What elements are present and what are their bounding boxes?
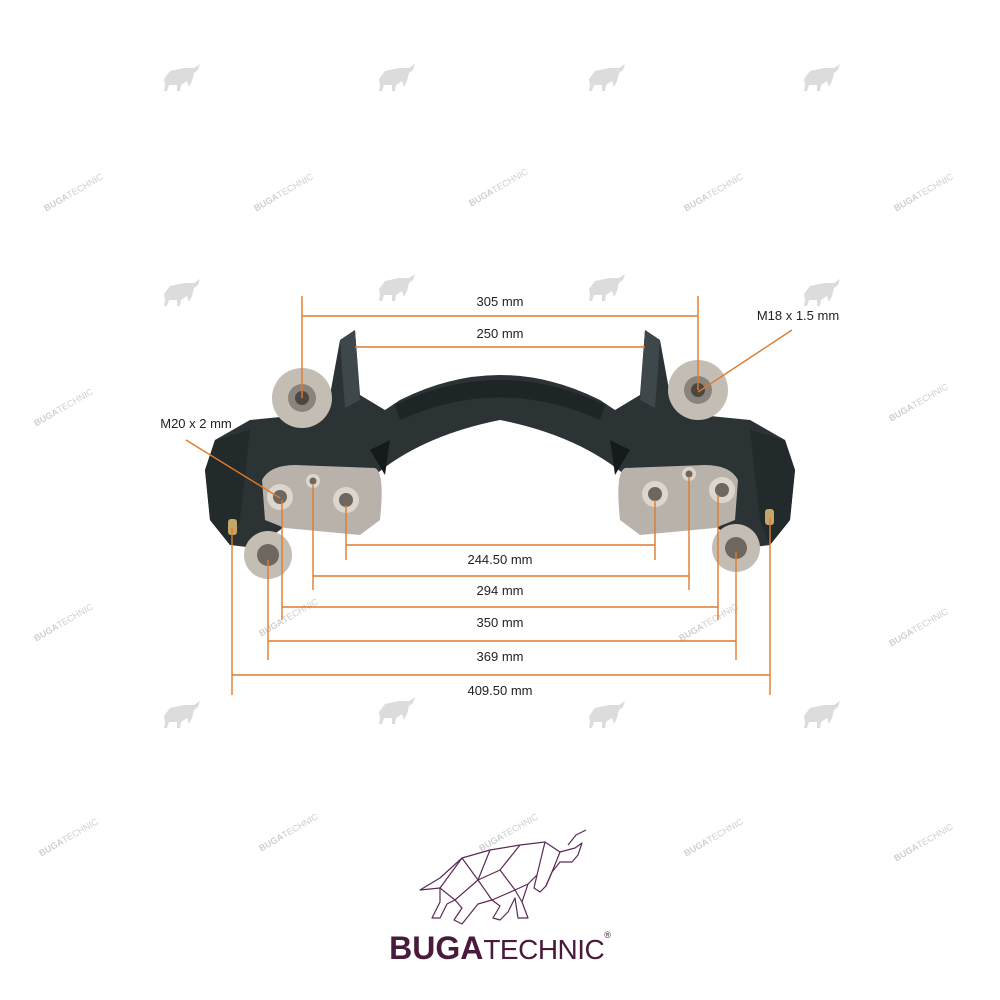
watermark-text: BUGATECHNIC (257, 811, 320, 853)
watermark-layer: BUGATECHNIC BUGATECHNIC BUGATECHNIC BUGATEC… (32, 64, 955, 863)
dim-label-350: 350 mm (477, 615, 524, 630)
watermark-text: BUGATECHNIC (257, 596, 320, 638)
watermark-bull-icon (804, 64, 840, 91)
caliper-carrier-part (205, 330, 795, 579)
watermark-text: BUGATECHNIC (892, 821, 955, 863)
watermark-bull-icon (804, 701, 840, 728)
brand-thin: TECHNIC (483, 934, 605, 965)
watermark-text: BUGATECHNIC (682, 816, 745, 858)
dim-label-409-50: 409.50 mm (467, 683, 532, 698)
dim-label-369: 369 mm (477, 649, 524, 664)
brand-logotype: BUGATECHNIC® (0, 930, 1000, 967)
watermark-bull-icon (379, 64, 415, 91)
watermark-bull-icon (589, 274, 625, 301)
registered-mark: ® (604, 930, 611, 940)
dim-label-250: 250 mm (477, 326, 524, 341)
watermark-text: BUGATECHNIC (887, 606, 950, 648)
watermark-text: BUGATECHNIC (32, 386, 95, 428)
brand-bold: BUGA (389, 930, 484, 966)
watermark-text: BUGATECHNIC (42, 171, 105, 213)
watermark-bull-icon (379, 697, 415, 724)
thread-label-m18: M18 x 1.5 mm (757, 308, 839, 323)
watermark-text: BUGATECHNIC (887, 381, 950, 423)
dim-label-244-50: 244.50 mm (467, 552, 532, 567)
watermark-text: BUGATECHNIC (32, 601, 95, 643)
thread-label-m20: M20 x 2 mm (160, 416, 232, 431)
watermark-text: BUGATECHNIC (467, 166, 530, 208)
watermark-bull-icon (164, 701, 200, 728)
watermark-bull-icon (804, 279, 840, 306)
watermark-bull-icon (589, 64, 625, 91)
watermark-bull-icon (164, 64, 200, 91)
watermark-bull-icon (589, 701, 625, 728)
bull-logo-icon (419, 829, 587, 925)
watermark-text: BUGATECHNIC (682, 171, 745, 213)
watermark-text: BUGATECHNIC (37, 816, 100, 858)
dim-label-294: 294 mm (477, 583, 524, 598)
dim-label-305: 305 mm (477, 294, 524, 309)
watermark-text: BUGATECHNIC (252, 171, 315, 213)
watermark-bull-icon (164, 279, 200, 306)
watermark-bull-icon (379, 274, 415, 301)
watermark-text: BUGATECHNIC (892, 171, 955, 213)
dimension-lines (185, 296, 793, 695)
